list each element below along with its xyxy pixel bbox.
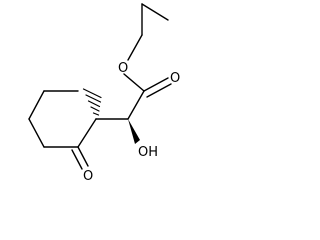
- ketone-oxygen-label: O: [83, 169, 93, 184]
- hashed-wedge-ring: [82, 88, 102, 120]
- molecule-structure: O O OH O: [28, 3, 180, 184]
- bond-ethyl-ch3-ch2: [141, 3, 169, 21]
- bond-ch2-ester-o: [127, 34, 143, 61]
- bond-ring-c5-c4: [28, 90, 45, 120]
- ester-oxygen-label: O: [118, 61, 128, 76]
- wedge-bond-alpha-oh: [128, 119, 140, 144]
- hydroxyl-label: OH: [138, 145, 158, 160]
- carbonyl-oxygen-label: O: [170, 71, 180, 86]
- bond-carbonyl-double-2: [146, 83, 172, 98]
- bond-carbonyl-double-1: [143, 77, 169, 92]
- bond-ester-o-carbonyl: [123, 73, 145, 92]
- bond-ketone-double-2: [71, 149, 83, 170]
- bond-carbonyl-alpha: [127, 90, 145, 120]
- bond-ketone-double-1: [77, 146, 89, 167]
- bond-ring-c2-c1: [77, 118, 97, 148]
- bond-ring-c4-c3: [28, 118, 45, 148]
